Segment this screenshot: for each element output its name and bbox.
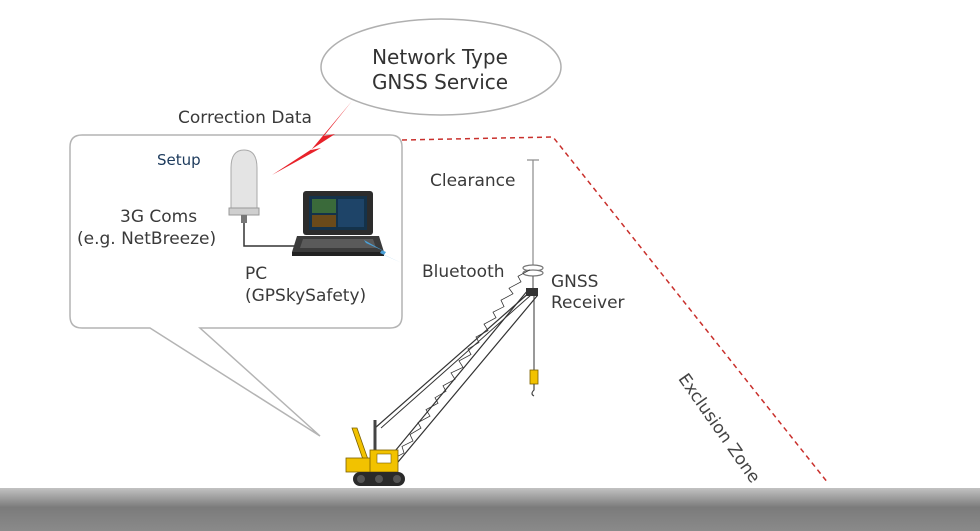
crane-icon <box>345 269 539 486</box>
correction-data-label: Correction Data <box>178 108 312 128</box>
cloud-label: Network Type GNSS Service <box>360 45 520 95</box>
coms-label-line-2: (e.g. NetBreeze) <box>77 229 217 249</box>
gnss-receiver-icon <box>522 264 544 292</box>
cloud-line-1: Network Type <box>372 45 508 69</box>
gnss-label-line-1: GNSS <box>551 272 599 292</box>
ground <box>0 488 980 531</box>
cloud-line-2: GNSS Service <box>371 70 509 94</box>
gnss-service-cloud <box>320 18 562 116</box>
bluetooth-label: Bluetooth <box>422 262 505 282</box>
clearance-label: Clearance <box>430 171 516 191</box>
clearance-line <box>527 159 539 266</box>
pc-label-line-1: PC <box>245 264 268 284</box>
setup-label: Setup <box>157 151 201 169</box>
pc-label-line-2: (GPSkySafety) <box>245 286 367 306</box>
antenna-cable <box>243 223 304 247</box>
bluetooth-wave-icon <box>364 240 402 263</box>
exclusion-zone-line <box>401 136 829 484</box>
gnss-label-line-2: Receiver <box>551 293 625 313</box>
coms-label-line-1: 3G Coms <box>120 207 198 227</box>
antenna-icon <box>228 149 260 223</box>
laptop-icon <box>292 191 384 256</box>
